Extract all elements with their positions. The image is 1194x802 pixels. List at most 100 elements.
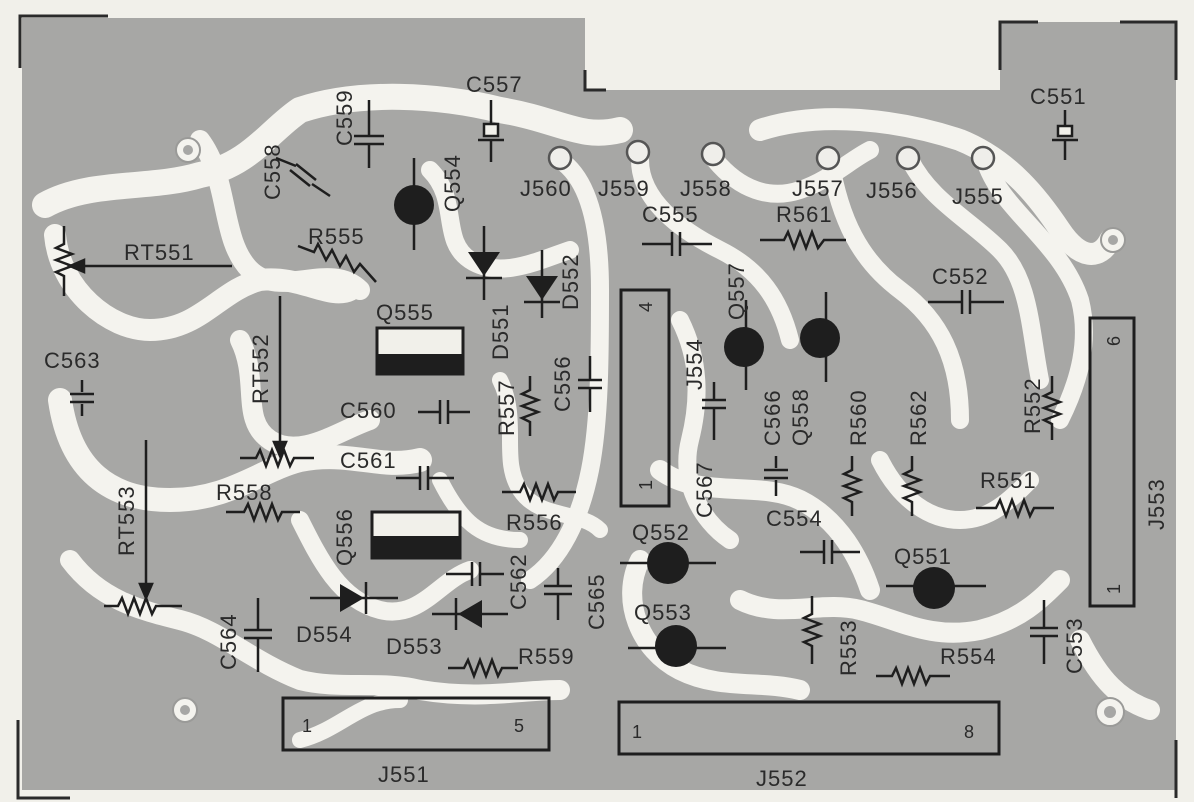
resistor-r555[interactable] <box>297 241 377 283</box>
capacitor-c551[interactable] <box>1052 110 1078 160</box>
transistor-q553[interactable] <box>628 625 726 667</box>
connector-j551[interactable] <box>281 696 551 752</box>
capacitor-c555[interactable] <box>642 232 712 256</box>
jack-j558[interactable] <box>700 141 726 167</box>
transistor-q552[interactable] <box>620 542 716 584</box>
trimpots <box>52 226 288 618</box>
label-r559: R559 <box>518 644 575 669</box>
capacitor-c554[interactable] <box>800 540 860 564</box>
label-j553: J553 <box>1144 478 1169 530</box>
label-r555: R555 <box>308 224 365 249</box>
j554-pin-first: 4 <box>636 302 656 312</box>
capacitor-c564[interactable] <box>244 598 272 672</box>
connector-j554[interactable] <box>619 288 671 508</box>
resistor-r551[interactable] <box>976 496 1054 520</box>
label-c555: C555 <box>642 202 699 227</box>
resistor-r554[interactable] <box>876 664 950 688</box>
capacitor-c566[interactable] <box>764 456 788 496</box>
transistor-q557[interactable] <box>724 300 764 390</box>
transistor-q554[interactable] <box>394 158 434 250</box>
label-rt552: RT552 <box>248 333 273 404</box>
jack-j557[interactable] <box>815 145 841 171</box>
resistor-r558-top[interactable] <box>240 446 314 470</box>
label-j559: J559 <box>598 176 650 201</box>
label-q551: Q551 <box>894 544 952 569</box>
label-c554: C554 <box>766 506 823 531</box>
resistor-r556[interactable] <box>502 480 576 504</box>
capacitor-c559[interactable] <box>354 100 384 168</box>
resistor-r559[interactable] <box>448 656 518 680</box>
label-c563: C563 <box>44 348 101 373</box>
label-c566: C566 <box>760 389 785 446</box>
pads <box>172 137 1126 727</box>
j551-pin-first: 1 <box>302 716 312 736</box>
ic-q556[interactable] <box>370 510 462 560</box>
label-r552: R552 <box>1020 377 1045 434</box>
diode-d554[interactable] <box>310 582 398 614</box>
resistor-r558[interactable] <box>226 500 300 524</box>
label-rt551: RT551 <box>124 240 195 265</box>
capacitor-c562[interactable] <box>446 562 504 586</box>
connector-j552[interactable] <box>617 700 1001 756</box>
capacitor-c567[interactable] <box>702 382 726 440</box>
jack-j556[interactable] <box>895 145 921 171</box>
ic-q555[interactable] <box>375 326 465 376</box>
connector-j553[interactable] <box>1088 316 1136 608</box>
label-c556: C556 <box>550 355 575 412</box>
transistor-q551[interactable] <box>886 567 986 609</box>
capacitor-c565[interactable] <box>544 568 572 620</box>
label-d554: D554 <box>296 622 353 647</box>
resistor-r561[interactable] <box>760 228 846 252</box>
resistor-r552[interactable] <box>1040 376 1064 440</box>
diode-d552[interactable] <box>524 250 560 318</box>
diode-d551[interactable] <box>466 226 502 300</box>
resistor-r553[interactable] <box>800 596 824 664</box>
jack-j559[interactable] <box>625 139 651 165</box>
trimpot-rt551[interactable] <box>52 226 232 296</box>
jack-j560[interactable] <box>547 145 573 171</box>
capacitor-c561[interactable] <box>396 466 454 490</box>
capacitor-c560[interactable] <box>418 400 470 424</box>
diode-d553[interactable] <box>432 598 508 630</box>
label-c553: C553 <box>1062 617 1087 674</box>
label-q557: Q557 <box>724 262 749 320</box>
resistor-r562[interactable] <box>900 456 924 516</box>
label-q555: Q555 <box>376 300 434 325</box>
label-c565: C565 <box>584 573 609 630</box>
label-j554: J554 <box>682 338 707 390</box>
corner-marks <box>16 14 1178 800</box>
label-j560: J560 <box>520 176 572 201</box>
label-j551: J551 <box>378 762 430 787</box>
resistor-r557[interactable] <box>518 376 542 436</box>
label-j557: J557 <box>792 176 844 201</box>
label-q554: Q554 <box>440 154 465 212</box>
trimpot-rt552[interactable] <box>272 296 288 460</box>
label-r554: R554 <box>940 644 997 669</box>
connectors <box>281 288 1136 756</box>
label-c561: C561 <box>340 448 397 473</box>
capacitor-c557[interactable] <box>478 100 504 162</box>
capacitor-c558[interactable] <box>275 156 331 198</box>
label-c567: C567 <box>692 461 717 518</box>
labels: C557 C559 C558 Q554 C551 J560 J559 J558 … <box>44 72 1169 791</box>
capacitor-c553[interactable] <box>1030 600 1058 664</box>
label-r557: R557 <box>494 379 519 436</box>
label-q558: Q558 <box>788 388 813 446</box>
label-d552: D552 <box>558 253 583 310</box>
label-c558: C558 <box>260 143 285 200</box>
label-r551: R551 <box>980 468 1037 493</box>
traces <box>32 83 1160 748</box>
capacitor-c552[interactable] <box>928 290 1004 314</box>
jack-j555[interactable] <box>970 145 996 171</box>
capacitor-c563[interactable] <box>70 380 94 416</box>
resistor-r560[interactable] <box>840 456 864 516</box>
label-c564: C564 <box>216 613 241 670</box>
transistor-q558[interactable] <box>800 292 840 382</box>
j554-pin-last: 1 <box>636 480 656 490</box>
trimpot-rt553[interactable] <box>104 440 182 618</box>
label-c552: C552 <box>932 264 989 289</box>
capacitor-c556[interactable] <box>578 356 602 412</box>
j552-pin-last: 8 <box>964 722 974 742</box>
label-j558: J558 <box>680 176 732 201</box>
